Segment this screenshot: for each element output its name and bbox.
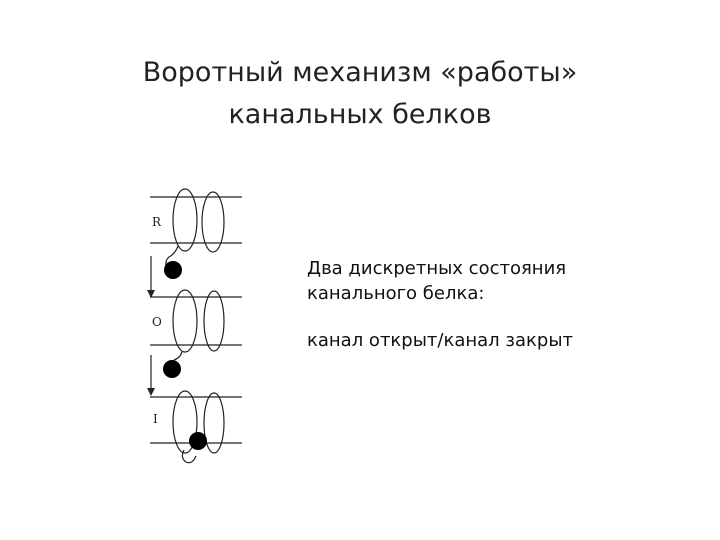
transition-arrow-r-o <box>147 256 155 298</box>
description-text: Два дискретных состояния канального белк… <box>307 256 707 353</box>
inactivation-gate-tether <box>181 449 197 464</box>
state-label-r: R <box>152 215 162 229</box>
inactivation-gate-tether <box>173 351 183 361</box>
transition-arrow-o-i <box>147 355 155 396</box>
channel-subunit <box>201 191 225 253</box>
channel-subunit <box>203 392 225 454</box>
inactivation-ball <box>164 261 182 279</box>
description-line-3: канал открыт/канал закрыт <box>307 330 574 351</box>
description-line-2: канального белка: <box>307 283 485 304</box>
channel-subunit <box>172 390 198 454</box>
inactivation-ball <box>163 360 181 378</box>
channel-subunit <box>172 188 198 252</box>
title-line-2: канальных белков <box>228 99 492 130</box>
state-label-o: O <box>152 315 162 329</box>
slide-title: Воротный механизм «работы» канальных бел… <box>0 52 720 136</box>
inactivation-ball <box>189 432 207 450</box>
channel-subunit <box>203 290 225 352</box>
title-line-1: Воротный механизм «работы» <box>142 57 578 88</box>
state-i-channel <box>150 390 242 464</box>
state-o-channel <box>150 289 242 361</box>
state-label-i: I <box>153 412 158 426</box>
description-line-1: Два дискретных состояния <box>307 258 567 279</box>
state-r-channel <box>150 188 242 268</box>
inactivation-gate-tether <box>165 245 179 268</box>
channel-subunit <box>172 289 198 353</box>
